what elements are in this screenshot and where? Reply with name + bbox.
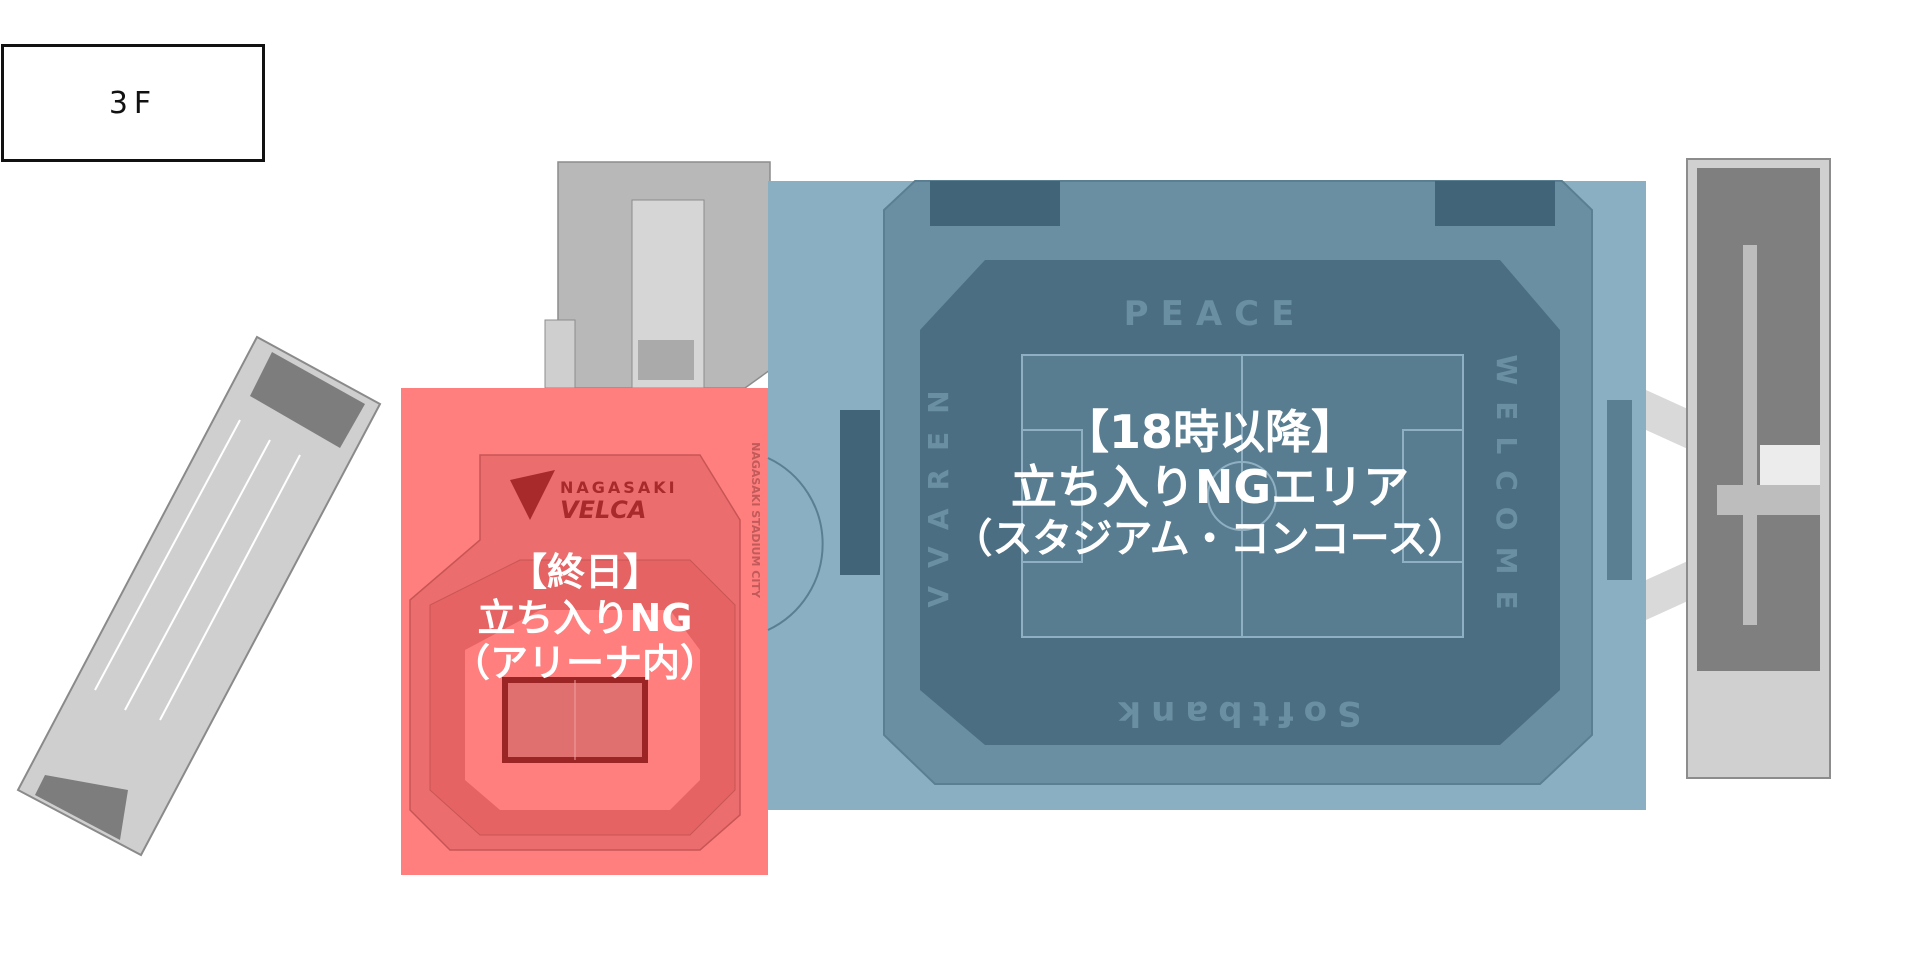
stadium-restriction-area: （スタジアム・コンコース） — [952, 516, 1468, 563]
city-sign-text: NAGASAKI STADIUM CITY — [749, 442, 762, 599]
stand-south-text: Softbank — [1109, 693, 1362, 733]
stand-north-text: PEACE — [1124, 294, 1307, 334]
parking-building — [16, 335, 382, 857]
stadium-restriction-label: 【18時以降】 立ち入りNGエリア （スタジアム・コンコース） — [900, 405, 1520, 563]
arena-restriction-text: 立ち入りNG — [477, 595, 693, 640]
stand-west-text: VVAREN — [922, 372, 955, 607]
arena-logo-bottom: VELCA — [560, 496, 646, 524]
arena-zone: NAGASAKI VELCA NAGASAKI STADIUM CITY — [401, 388, 824, 875]
velca-logo-icon — [510, 470, 555, 520]
arena-restriction-area: （アリーナ内） — [451, 641, 718, 686]
arena-restriction-label: 【終日】 立ち入りNG （アリーナ内） — [420, 550, 750, 687]
arena-logo-top: NAGASAKI — [560, 478, 678, 497]
stand-east-text: WELCOME — [1490, 354, 1523, 625]
stadium-restriction-time: 【18時以降】 — [1062, 405, 1357, 459]
stadium-restriction-text: 立ち入りNGエリア — [1010, 460, 1410, 515]
stadium-zone: PEACE VVAREN WELCOME Softbank — [768, 180, 1646, 810]
east-building — [1646, 158, 1831, 779]
service-building — [544, 161, 771, 389]
arena-restriction-time: 【終日】 — [508, 550, 661, 594]
floor-label: 3F — [1, 44, 265, 162]
